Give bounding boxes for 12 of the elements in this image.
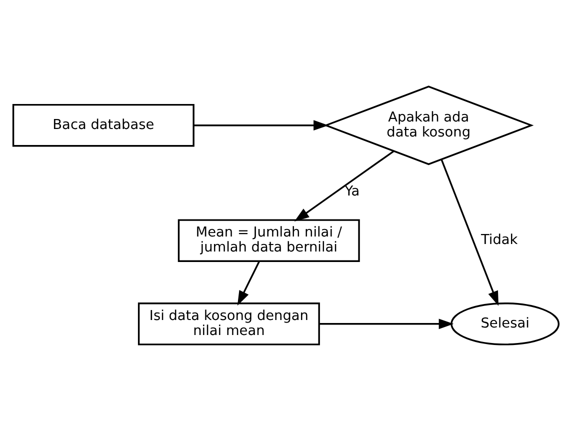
node-diamond: Apakah ada data kosong [324, 85, 534, 165]
node-ellipse: Selesai [450, 302, 560, 345]
arrow [320, 318, 454, 329]
arrow [294, 150, 394, 221]
node-box: Mean = Jumlah nilai / jumlah data bernilai [178, 218, 360, 262]
edge-label: Tidak [480, 232, 518, 248]
arrow [440, 158, 499, 306]
node-box: Isi data kosong dengan nilai mean [138, 302, 320, 345]
node-box: Baca database [12, 103, 194, 146]
arrow [194, 120, 328, 130]
arrow [237, 260, 260, 306]
edge-label: Ya [344, 183, 360, 200]
